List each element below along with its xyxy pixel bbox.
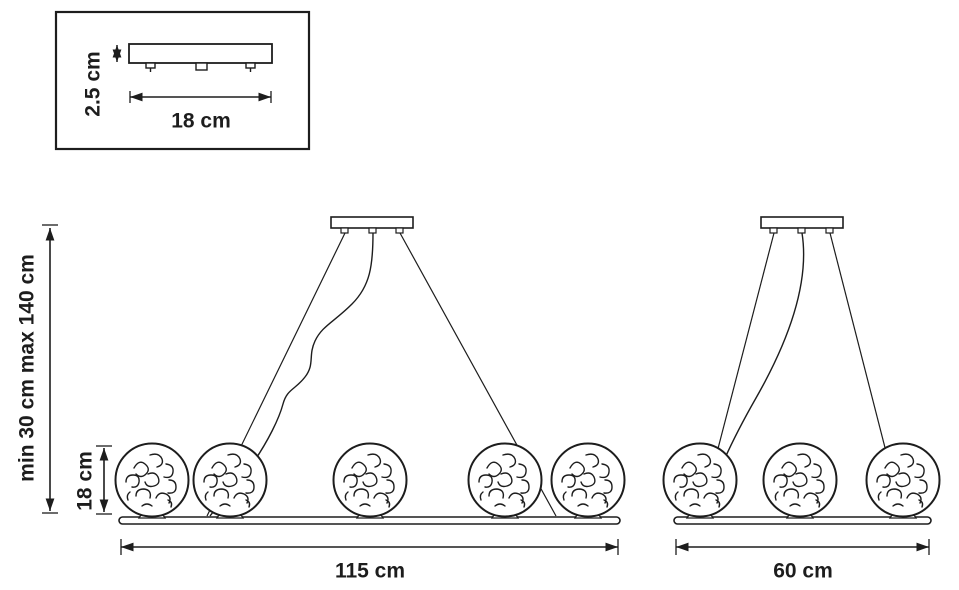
canopy-bracket-center [195, 62, 208, 71]
lamp-shade [114, 442, 190, 518]
dimension-canopy-width: 18 cm [129, 91, 272, 133]
lamp-shade [332, 442, 408, 518]
right-ceiling-plate [760, 216, 844, 234]
left-width-label: 115 cm [335, 560, 405, 583]
canopy-drawing [128, 43, 273, 72]
suspension-range-label: min 30 cm max 140 cm [16, 254, 39, 482]
dimension-suspension-height: min 30 cm max 140 cm [16, 224, 58, 514]
lamp-shade [192, 442, 268, 518]
inset-panel: 2.5 cm 18 cm [54, 10, 311, 151]
lamp-shade [550, 442, 626, 518]
dimension-left-width: 115 cm [120, 539, 619, 583]
shade-size-label: 18 cm [74, 451, 97, 511]
lamp-shade [865, 442, 941, 518]
dimension-shade-diameter: 18 cm [74, 445, 112, 515]
inset-border [54, 10, 311, 151]
inset-width-label: 18 cm [171, 110, 231, 133]
inset-height-label: 2.5 cm [82, 51, 105, 116]
canopy-screw-left [145, 62, 156, 69]
left-ceiling-plate [330, 216, 414, 234]
left-fixture [114, 216, 626, 525]
dimension-canopy-height: 2.5 cm [82, 45, 122, 117]
dimension-right-width: 60 cm [675, 539, 930, 583]
right-width-label: 60 cm [773, 560, 833, 583]
canopy-screw-right [245, 62, 256, 69]
lamp-shade [662, 442, 738, 518]
right-fixture [662, 216, 941, 525]
lamp-shade [467, 442, 543, 518]
lamp-shade [762, 442, 838, 518]
